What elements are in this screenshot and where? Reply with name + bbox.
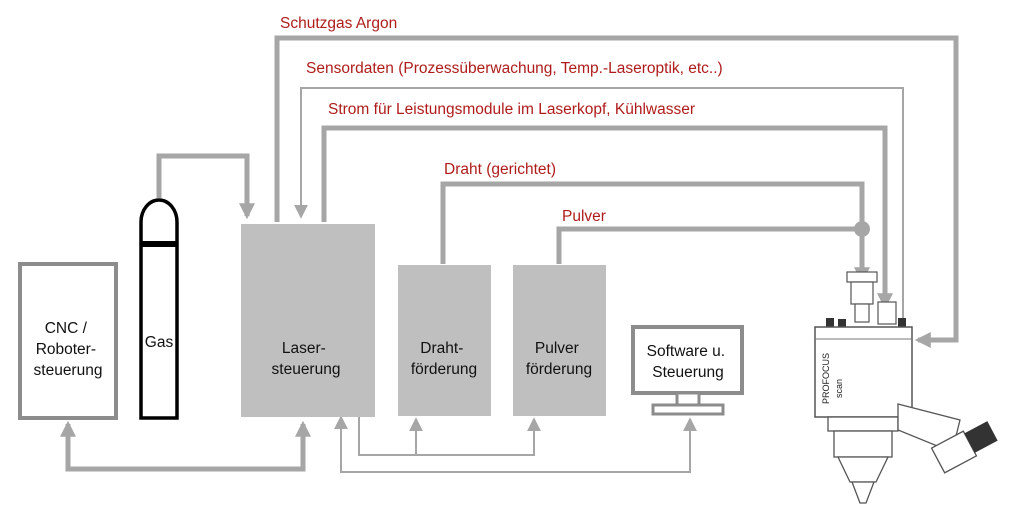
cnc-label-line-3: steuerung (34, 362, 103, 379)
argon-line (274, 35, 959, 349)
powder-feed-label-line-2: förderung (526, 361, 592, 378)
software-bus-line (334, 415, 697, 473)
cnc-laser-line (59, 420, 312, 472)
powder-junction (854, 221, 870, 237)
cnc-box (18, 262, 118, 420)
laserhead-brand-focus: FOCUS (821, 353, 831, 385)
laser-head: PROFOCUS scan (814, 271, 998, 504)
monitor-neck (675, 391, 701, 407)
sensor-line (294, 87, 904, 318)
gas-line (156, 153, 256, 220)
powder-line (556, 226, 871, 284)
laser-control-label: Laser- steuerung (272, 340, 341, 378)
laserhead-brand: PROFOCUS (821, 353, 831, 404)
wire-label: Draht (gerichtet) (444, 161, 556, 178)
wire-feed-box (398, 265, 491, 416)
cnc-label-line-1: CNC / (45, 320, 88, 337)
laser-control-label-line-2: steuerung (272, 361, 341, 378)
gas-bottle (139, 198, 179, 420)
gas-label: Gas (145, 334, 174, 351)
laser-control-box (241, 224, 375, 417)
cnc-label: CNC / Roboter- steuerung (34, 320, 103, 379)
cnc-label-line-2: Roboter- (36, 341, 96, 358)
argon-label: Schutzgas Argon (280, 15, 397, 32)
powder-label: Pulver (562, 208, 606, 225)
software-monitor (631, 325, 744, 395)
wire-feed-label-line-2: förderung (411, 361, 477, 378)
wire-feed-label-line-1: Draht- (420, 340, 463, 357)
laserhead-brand-scan: scan (834, 379, 844, 398)
power-label: Strom für Leistungsmodule im Laserkopf, … (328, 101, 695, 118)
sensor-label: Sensordaten (Prozessüberwachung, Temp.-L… (306, 60, 723, 77)
wire-line (440, 181, 865, 264)
laserhead-brand-pro: PRO (821, 384, 831, 404)
laser-control-label-line-1: Laser- (282, 340, 326, 357)
monitor-stand (651, 403, 725, 416)
feeder-bus-line (358, 416, 541, 456)
powder-feed-label-line-1: Pulver (535, 340, 579, 357)
software-label: Software u. Steuerung (647, 343, 730, 381)
power-line (321, 125, 894, 310)
wire-feed-label: Draht- förderung (411, 340, 477, 378)
powder-feed-label: Pulver förderung (526, 340, 592, 378)
software-label-line-2: Steuerung (652, 364, 724, 381)
powder-feed-box (513, 265, 606, 416)
software-label-line-1: Software u. (647, 343, 725, 360)
